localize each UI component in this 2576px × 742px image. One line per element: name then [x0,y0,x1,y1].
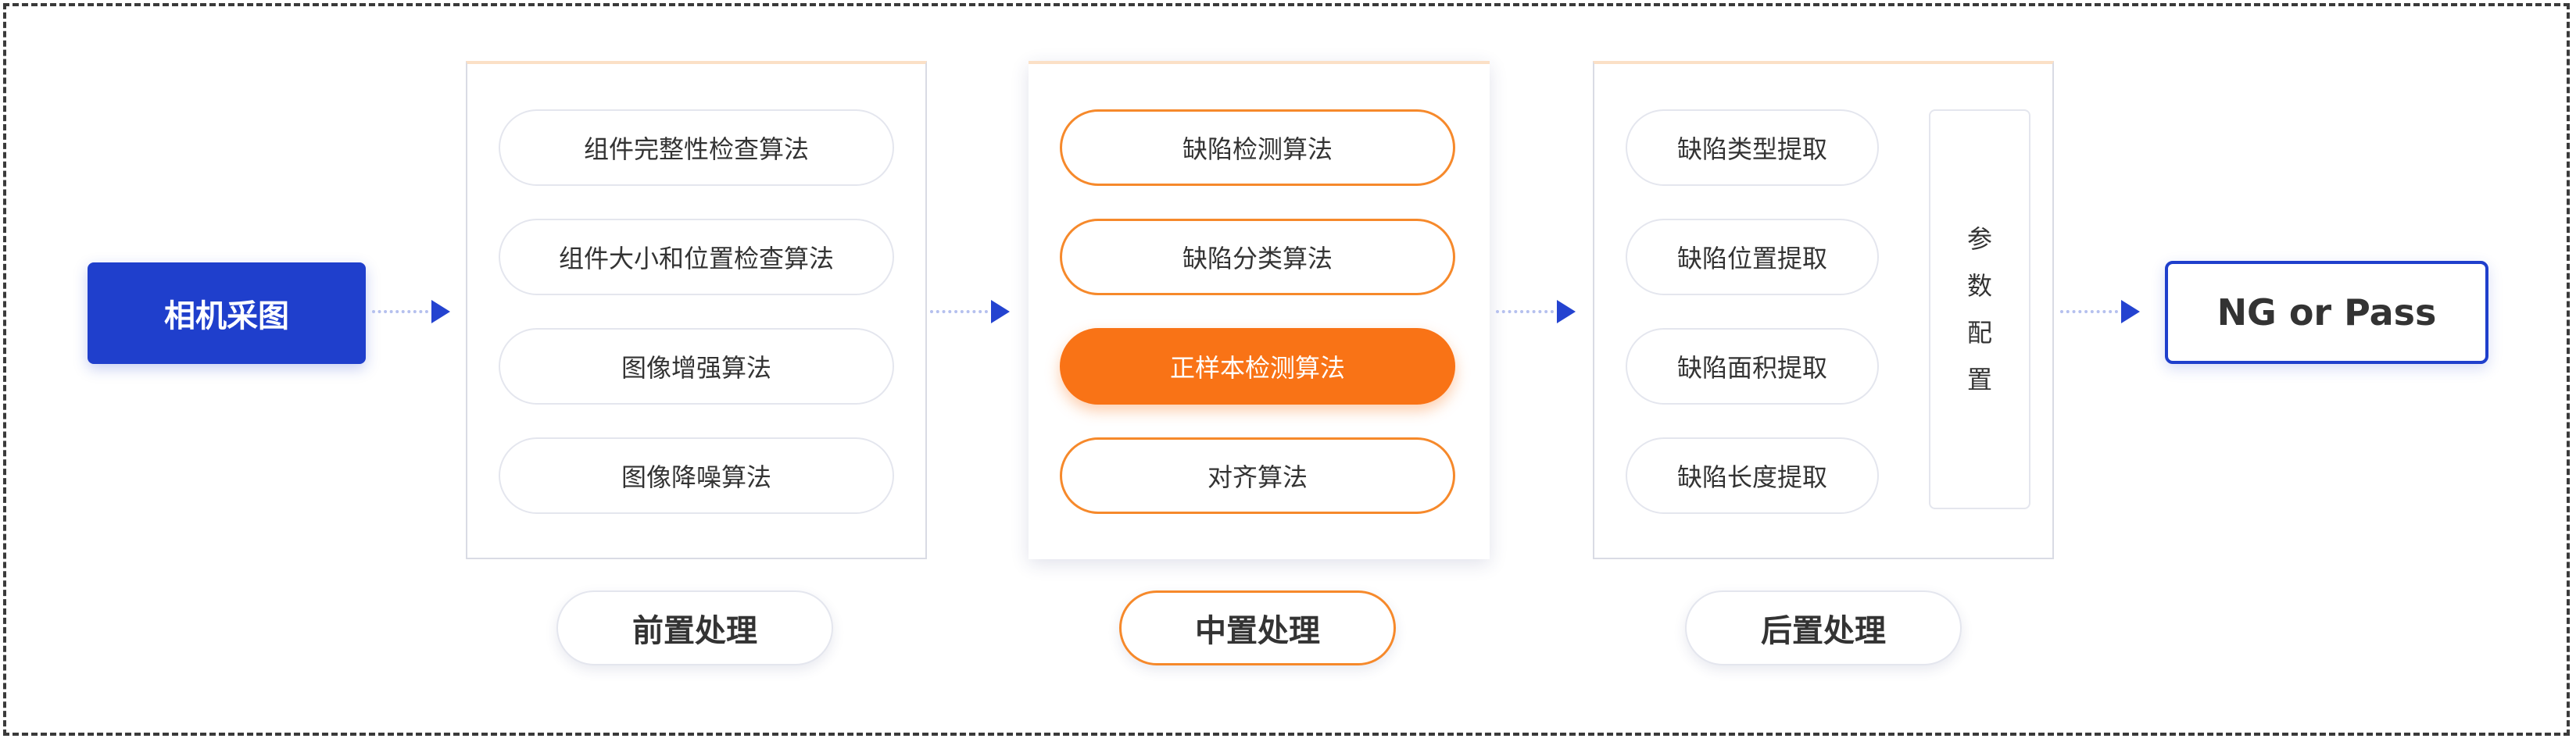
mid-step-3-highlighted: 正样本检测算法 [1060,328,1455,405]
mid-step-4: 对齐算法 [1060,437,1455,514]
mid-step-1: 缺陷检测算法 [1060,109,1455,186]
camera-capture-node: 相机采图 [88,262,366,364]
result-node: NG or Pass [2165,261,2488,364]
pre-step-2: 组件大小和位置检查算法 [499,219,894,295]
pre-processing-panel: 组件完整性检查算法 组件大小和位置检查算法 图像增强算法 图像降噪算法 [466,61,927,559]
post-step-4: 缺陷长度提取 [1626,437,1879,514]
arrow-camera-to-pre [372,300,450,323]
pre-step-1: 组件完整性检查算法 [499,109,894,186]
post-step-2: 缺陷位置提取 [1626,219,1879,295]
arrow-pre-to-mid [930,300,1011,323]
stage-label-mid: 中置处理 [1119,590,1396,665]
pre-step-3: 图像增强算法 [499,328,894,405]
arrow-mid-to-post [1496,300,1577,323]
mid-step-2: 缺陷分类算法 [1060,219,1455,295]
arrow-post-to-result [2060,300,2141,323]
param-char-2: 数 [1966,271,1992,301]
param-char-3: 配 [1966,318,1992,348]
mid-processing-panel: 缺陷检测算法 缺陷分类算法 正样本检测算法 对齐算法 [1029,61,1490,559]
parameter-config-box: 参 数 配 置 [1929,109,2030,509]
post-processing-panel: 缺陷类型提取 缺陷位置提取 缺陷面积提取 缺陷长度提取 参 数 配 置 [1593,61,2054,559]
stage-label-post: 后置处理 [1685,590,1962,665]
stage-label-pre: 前置处理 [556,590,833,665]
post-step-3: 缺陷面积提取 [1626,328,1879,405]
pre-step-4: 图像降噪算法 [499,437,894,514]
post-step-1: 缺陷类型提取 [1626,109,1879,186]
param-char-4: 置 [1966,365,1992,394]
param-char-1: 参 [1966,224,1992,254]
diagram-frame [3,3,2570,736]
